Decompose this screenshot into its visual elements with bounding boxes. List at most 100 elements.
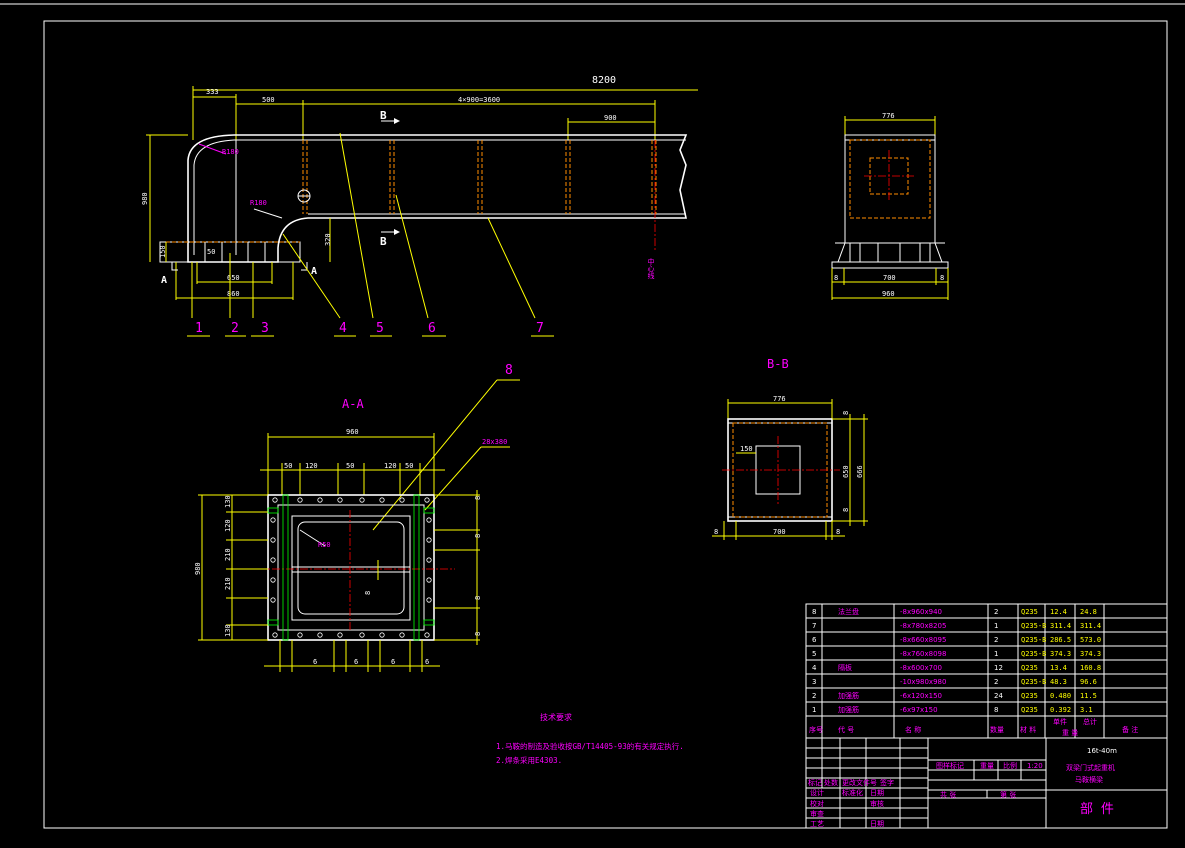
bom-cell-spec: -10x980x980 (900, 678, 946, 686)
tb-left-label: 标记 (808, 778, 822, 787)
section-mark-a-right: A (311, 266, 317, 277)
aa-bottom-dim-1: 6 (313, 658, 317, 666)
tb-left-label: 审核 (870, 799, 884, 808)
radius-inner: R180 (250, 199, 267, 207)
section-bb-h650: 650 (842, 465, 850, 478)
tb-sheet-count: 共 张 (940, 790, 956, 799)
section-bb-hole: 150 (740, 445, 753, 453)
section-bb-side-right: 8 (836, 528, 840, 536)
bom-cell-total: 160.8 (1080, 664, 1101, 672)
aa-top-dim-5: 50 (405, 462, 413, 470)
bom-header-remark: 备 注 (1122, 725, 1138, 734)
bom-cell-spec: -6x97x150 (900, 706, 938, 714)
tb-left-label: 处数 (824, 778, 838, 787)
dim-height: 980 (141, 192, 149, 205)
bom-cell-unit: 0.480 (1050, 692, 1071, 700)
section-aa-callout: 8 (505, 363, 513, 378)
bom-cell-total: 3.1 (1080, 706, 1093, 714)
bom-cell-name: 法兰盘 (838, 607, 859, 616)
bom-cell-mat: Q235-B (1021, 622, 1046, 630)
section-bb-top-width: 776 (773, 395, 786, 403)
bom-cell-mat: Q235-B (1021, 636, 1046, 644)
callout-3: 3 (261, 321, 269, 336)
bom-header-mat: 材 料 (1020, 725, 1036, 734)
end-view-side-left: 8 (834, 274, 838, 282)
bom-cell-total: 96.6 (1080, 678, 1097, 686)
bom-cell-unit: 13.4 (1050, 664, 1067, 672)
section-aa: A-A 8 28x380 960 50 120 50 120 50 (194, 363, 520, 672)
section-mark-b-bottom: B (380, 235, 387, 248)
aa-left-dim-3: 210 (224, 548, 232, 561)
bom-cell-mat: Q235-B (1021, 650, 1046, 658)
section-bb-title: B-B (767, 357, 789, 371)
callout-5: 5 (376, 321, 384, 336)
end-view-bottom-width: 960 (882, 290, 895, 298)
bom-cell-no: 3 (812, 678, 816, 686)
callout-6: 6 (428, 321, 436, 336)
tb-left-label: 签字 (880, 778, 894, 787)
section-bb-side-left: 8 (714, 528, 718, 536)
dim-pitch: 4×900=3600 (458, 96, 500, 104)
bom-cell-spec: -8x780x8205 (900, 622, 946, 630)
bom-cell-qty: 1 (994, 622, 998, 630)
bom-cell-no: 5 (812, 650, 816, 658)
bom-header-unit: 单件 (1053, 717, 1067, 726)
bom-cell-qty: 2 (994, 608, 998, 616)
bom-cell-no: 1 (812, 706, 816, 714)
section-aa-gap: 8 (364, 591, 372, 595)
section-bb: B-B 776 150 700 8 8 8 650 8 666 (712, 357, 868, 540)
aa-bottom-dim-2: 6 (354, 658, 358, 666)
tb-ratio: 1:20 (1027, 762, 1043, 770)
callout-2: 2 (231, 321, 239, 336)
drawing-frame (43, 20, 1168, 829)
tb-sheet-no: 第 张 (1000, 790, 1016, 799)
dim-500: 500 (262, 96, 275, 104)
aa-side-dim-4: 8 (474, 632, 482, 636)
bom-cell-mat: Q235-B (1021, 678, 1046, 686)
end-view-side-right: 8 (940, 274, 944, 282)
tb-scale: 比例 (1003, 761, 1017, 770)
bom-cell-total: 11.5 (1080, 692, 1097, 700)
bom-cell-no: 4 (812, 664, 817, 672)
tb-left-label: 设计 (810, 788, 824, 797)
bom-header-no: 序号 (809, 725, 823, 734)
aa-bottom-dim-4: 6 (425, 658, 429, 666)
bom-cell-qty: 1 (994, 650, 998, 658)
section-mark-a-left: A (161, 275, 167, 286)
bom-cell-spec: -6x120x150 (900, 692, 942, 700)
tb-left-label: 标准化 (842, 788, 863, 797)
dim-50: 50 (207, 248, 215, 256)
bom-cell-unit: 48.3 (1050, 678, 1067, 686)
end-view-inner-width: 700 (883, 274, 896, 282)
tb-part: 部 件 (1080, 802, 1114, 817)
title-block: 标记处数更改文件号签字设计标准化日期校对审核审查工艺日期 16t-40m 双梁门… (805, 737, 1168, 829)
callout-4: 4 (339, 321, 347, 336)
bom-header-total: 总计 (1083, 717, 1097, 726)
technical-requirements: 技术要求 1.马鞍的制造及验收按GB/T14405-93的有关规定执行. 2.焊… (496, 712, 684, 765)
tb-left-label: 更改文件号 (842, 778, 877, 787)
bom-cell-no: 6 (812, 636, 817, 644)
tb-left-label: 校对 (810, 799, 824, 808)
bom-cell-unit: 0.392 (1050, 706, 1071, 714)
bom-cell-spec: -8x760x8098 (900, 650, 946, 658)
bom-cell-total: 573.0 (1080, 636, 1101, 644)
aa-left-dim-4: 210 (224, 577, 232, 590)
bom-header-code: 代 号 (838, 725, 854, 734)
radius-top: R180 (222, 148, 239, 156)
section-aa-height: 980 (194, 562, 202, 575)
flange-note: 28x380 (482, 438, 507, 446)
bom-cell-qty: 2 (994, 678, 998, 686)
section-bb-h666: 666 (856, 465, 864, 478)
tb-left-label: 审查 (810, 809, 824, 818)
callout-1: 1 (195, 321, 203, 336)
dim-333: 333 (206, 88, 219, 96)
bom-cell-qty: 2 (994, 636, 998, 644)
elevation-view: 8200 333 500 4×900=3600 900 (141, 75, 698, 337)
bom-cell-total: 24.8 (1080, 608, 1097, 616)
callout-7: 7 (536, 321, 544, 336)
bom-cell-total: 374.3 (1080, 650, 1101, 658)
tb-left-label: 日期 (870, 820, 884, 828)
section-aa-title: A-A (342, 397, 364, 411)
aa-left-dim-5: 130 (224, 624, 232, 637)
tb-left-label: 日期 (870, 789, 884, 797)
